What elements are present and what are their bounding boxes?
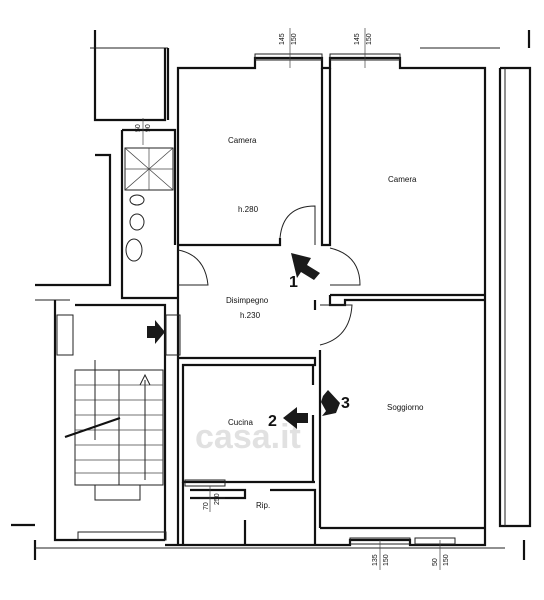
room-height-camera-left: h.280 [238,205,259,214]
dimension-labels: 145 150 145 150 50 90 70 250 135 150 50 … [135,28,450,570]
stair-block [35,128,181,542]
dim-bottom-a2: 150 [383,554,390,566]
view-arrow-1 [291,253,320,280]
dim-kitchen-2: 250 [214,493,221,505]
view-arrow-2 [283,407,308,429]
dim-bath-1: 50 [135,124,142,132]
dim-top-b1: 145 [354,33,361,45]
watermark-text: casa.it [195,418,301,456]
room-label-ripostiglio: Rip. [256,501,270,510]
reference-marks [11,30,531,560]
dim-bottom-b2: 150 [443,554,450,566]
room-label-camera-right: Camera [388,175,417,184]
stair-steps [64,360,167,541]
room-height-disimpegno: h.230 [240,311,261,320]
dim-bottom-b1: 50 [432,558,439,566]
room-label-disimpegno: Disimpegno [226,296,269,305]
dim-kitchen-1: 70 [203,502,210,510]
dim-top-a2: 150 [291,33,298,45]
room-label-soggiorno: Soggiorno [387,403,424,412]
view-marker-1: 1 [289,274,298,291]
entrance-arrow [147,320,165,344]
room-label-cucina: Cucina [228,418,253,427]
interior-walls [178,68,485,545]
dim-bottom-a1: 135 [372,554,379,566]
view-marker-3: 3 [341,395,350,412]
dim-top-a1: 145 [279,33,286,45]
view-arrow-3 [321,390,340,416]
room-label-camera-left: Camera [228,136,257,145]
doors [177,205,361,346]
dim-bath-2: 90 [145,124,152,132]
dim-top-b2: 150 [366,33,373,45]
view-marker-2: 2 [268,413,277,430]
